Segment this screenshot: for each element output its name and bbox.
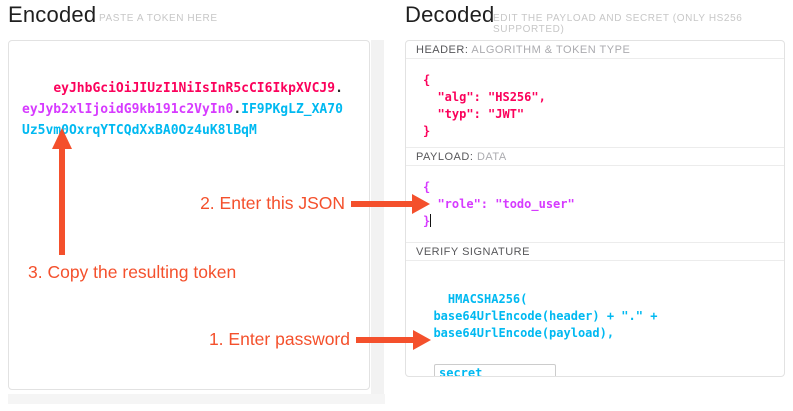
verify-signature-label: VERIFY SIGNATURE — [416, 246, 530, 258]
annotation-step1: 1. Enter password — [208, 329, 350, 349]
header-section-bar: HEADER: ALGORITHM & TOKEN TYPE — [406, 41, 784, 59]
secret-input[interactable] — [434, 364, 556, 376]
header-section-label: HEADER: — [416, 44, 469, 56]
annotation-step3: 3. Copy the resulting token — [28, 262, 237, 282]
token-dot-2: . — [233, 102, 242, 117]
arrow-right-icon-step2 — [412, 194, 430, 214]
arrow-right-shaft-step1 — [356, 337, 414, 343]
header-json-editor[interactable]: { "alg": "HS256", "typ": "JWT" } — [406, 59, 784, 148]
payload-section-sublabel: DATA — [476, 151, 507, 163]
payload-json-text: { "role": "todo_user" } — [423, 180, 575, 228]
token-payload-segment: eyJyb2xlIjoidG9kb191c2VyIn0 — [22, 102, 234, 117]
verify-signature-area: HMACSHA256( base64UrlEncode(header) + ".… — [406, 261, 784, 376]
jwt-token-text[interactable]: eyJhbGciOiJIUzI1NiIsInR5cCI6IkpXVCJ9.eyJ… — [22, 57, 346, 162]
decoded-box: HEADER: ALGORITHM & TOKEN TYPE { "alg": … — [405, 40, 785, 377]
annotation-step2: 2. Enter this JSON — [200, 193, 345, 213]
payload-json-editor[interactable]: { "role": "todo_user" } — [406, 166, 784, 243]
payload-section-bar: PAYLOAD: DATA — [406, 148, 784, 166]
hmac-formula-text: HMACSHA256( base64UrlEncode(header) + ".… — [433, 292, 658, 340]
arrow-up-icon — [52, 128, 72, 149]
arrow-up-shaft — [59, 147, 65, 255]
text-cursor — [430, 214, 432, 227]
token-signature-segment: IF9PKgLZ_XA70Uz5vm0OxrqYTCQdXxBA0Oz4uK8l… — [22, 102, 343, 138]
encoded-panel-title: Encoded — [8, 2, 97, 27]
decoded-panel-title: Decoded — [405, 2, 495, 27]
vertical-scrollbar[interactable] — [371, 40, 384, 404]
token-dot-1: . — [335, 81, 343, 96]
payload-section-label: PAYLOAD: — [416, 151, 474, 163]
horizontal-scrollbar[interactable] — [8, 394, 385, 404]
arrow-right-shaft-step2 — [351, 201, 413, 207]
header-section-sublabel: ALGORITHM & TOKEN TYPE — [471, 44, 631, 56]
encoded-panel-subtitle: PASTE A TOKEN HERE — [99, 13, 218, 24]
encoded-token-box[interactable]: eyJhbGciOiJIUzI1NiIsInR5cCI6IkpXVCJ9.eyJ… — [8, 40, 370, 390]
decoded-panel-subtitle: EDIT THE PAYLOAD AND SECRET (ONLY HS256 … — [493, 13, 743, 35]
token-header-segment: eyJhbGciOiJIUzI1NiIsInR5cCI6IkpXVCJ9 — [53, 81, 336, 96]
verify-signature-section-bar: VERIFY SIGNATURE — [406, 243, 784, 261]
arrow-right-icon-step1 — [413, 330, 431, 350]
